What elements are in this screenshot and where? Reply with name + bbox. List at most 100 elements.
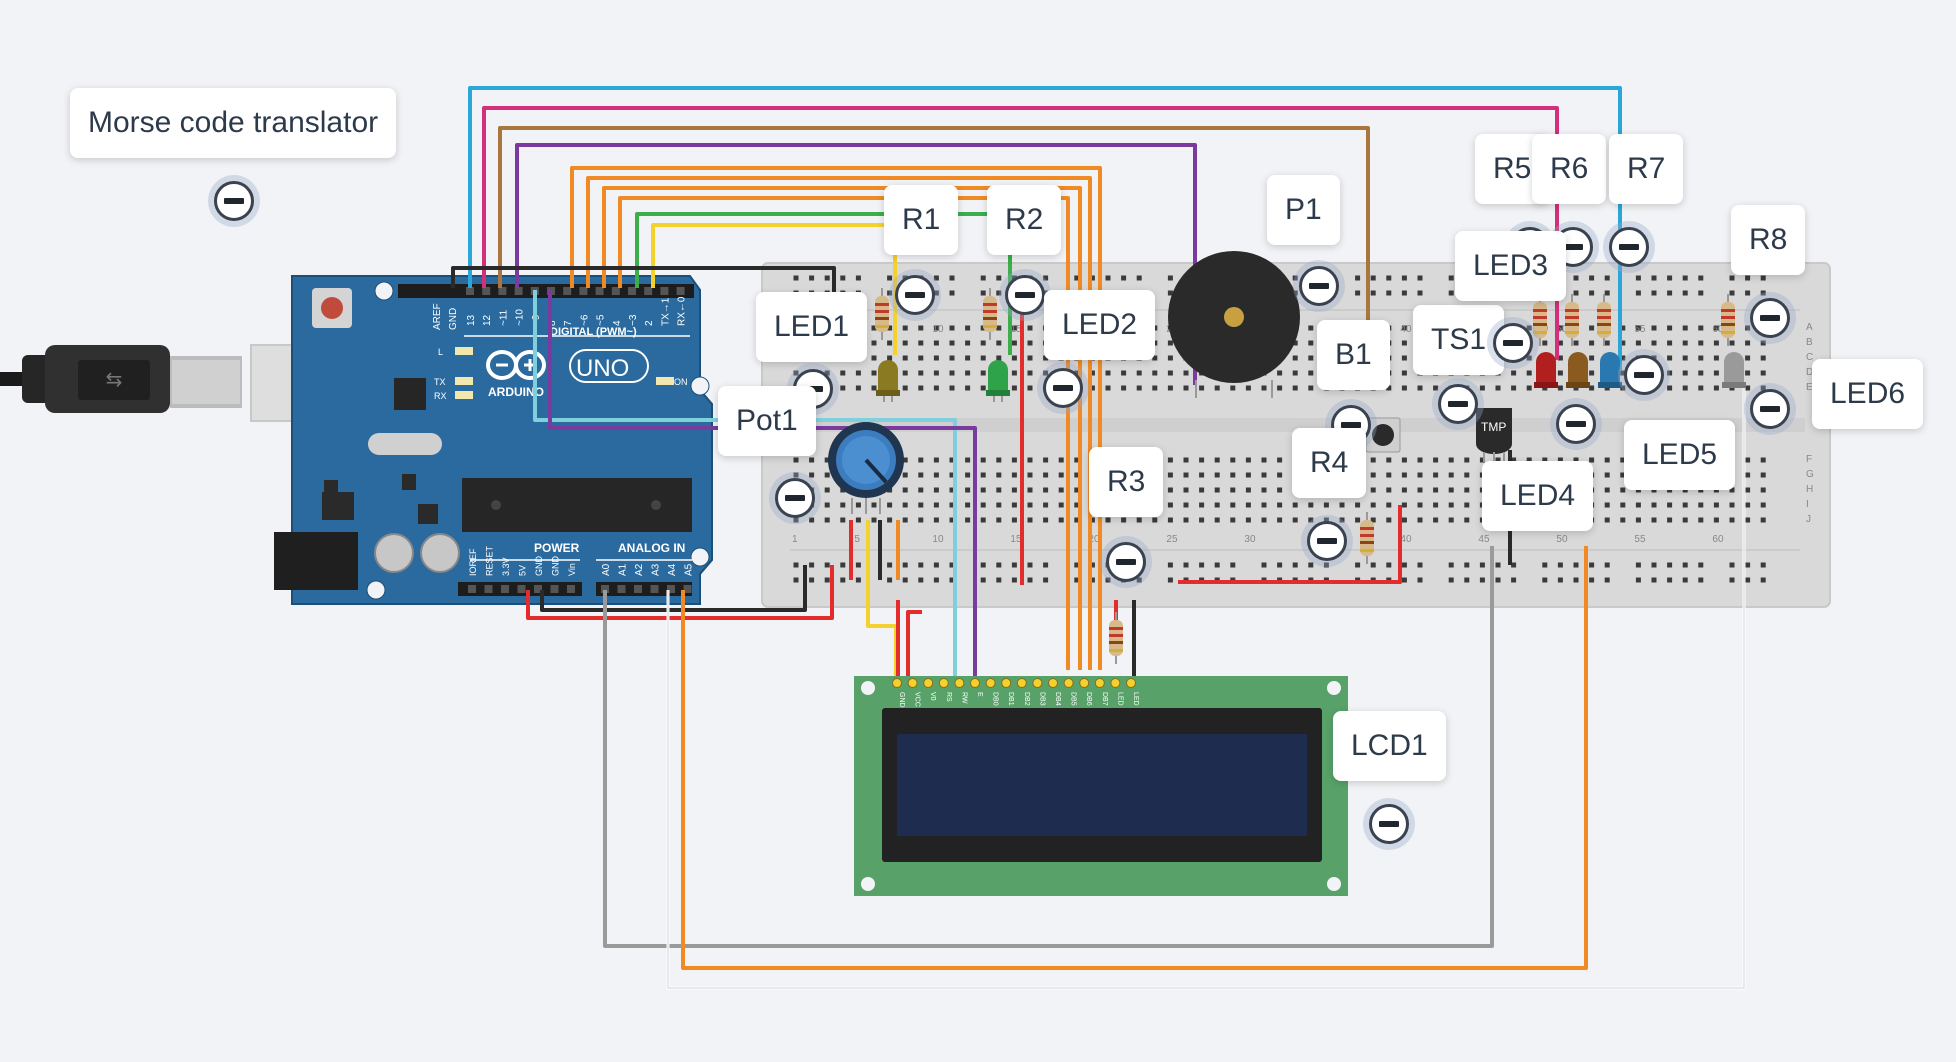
lcd-pin[interactable]: [938, 678, 949, 688]
lcd1-label[interactable]: LCD1: [1333, 711, 1446, 781]
led6-label[interactable]: LED6: [1812, 359, 1924, 429]
lcd-pin[interactable]: [1126, 678, 1136, 688]
r3-label[interactable]: R3: [1089, 447, 1164, 517]
digital-pin[interactable]: [563, 287, 572, 295]
led2-pin-icon[interactable]: [1043, 368, 1083, 408]
r2-pin-icon[interactable]: [1005, 275, 1045, 315]
b1-label[interactable]: B1: [1317, 320, 1390, 390]
ts1-pin-icon[interactable]: [1438, 384, 1478, 424]
led4-pin-icon[interactable]: [1556, 404, 1596, 444]
digital-pin[interactable]: [482, 287, 491, 295]
digital-pin[interactable]: [579, 287, 588, 295]
analog-pin[interactable]: [634, 585, 642, 593]
analog-pin[interactable]: [683, 585, 692, 593]
digital-pin[interactable]: [611, 287, 620, 295]
piezo-buzzer[interactable]: [1168, 251, 1300, 398]
pot1-label[interactable]: Pot1: [718, 386, 816, 456]
digital-pin[interactable]: [676, 287, 685, 295]
power-jack[interactable]: [274, 532, 358, 590]
lcd-pin[interactable]: [1094, 678, 1105, 688]
r3-pin-icon[interactable]: [1106, 542, 1146, 582]
resistors[interactable]: [875, 288, 1735, 664]
r4-pin-icon[interactable]: [1307, 521, 1347, 561]
power-pin[interactable]: [468, 585, 476, 593]
temperature-sensor[interactable]: TMP: [1476, 408, 1512, 462]
lcd1-pin-icon[interactable]: [1369, 804, 1409, 844]
p1-label[interactable]: P1: [1267, 175, 1340, 245]
r8-pin-icon[interactable]: [1750, 298, 1790, 338]
led5-pin-icon[interactable]: [1624, 355, 1664, 395]
led6-component[interactable]: [1722, 352, 1746, 388]
digital-pin[interactable]: [466, 287, 474, 295]
r7-label[interactable]: R7: [1609, 134, 1684, 204]
lcd-pin[interactable]: [1079, 678, 1090, 688]
power-pin[interactable]: [517, 585, 526, 593]
led1-component[interactable]: [876, 360, 900, 402]
r2-label[interactable]: R2: [987, 185, 1062, 255]
p1-pin-icon[interactable]: [1299, 266, 1339, 306]
lcd-pin[interactable]: [923, 678, 934, 688]
lcd-pin[interactable]: [892, 678, 902, 688]
lcd-pin[interactable]: [985, 678, 996, 688]
ts1-label[interactable]: TS1: [1413, 305, 1505, 375]
led2-component[interactable]: [986, 360, 1010, 402]
r4-label[interactable]: R4: [1292, 428, 1367, 498]
pot1-pin-icon[interactable]: [775, 478, 815, 518]
digital-pin[interactable]: [514, 287, 523, 295]
led6-pin-icon[interactable]: [1750, 389, 1790, 429]
digital-pin[interactable]: [498, 287, 507, 295]
resistor[interactable]: [875, 288, 889, 340]
power-pin[interactable]: [501, 585, 509, 593]
circuit-title-pin-icon[interactable]: [214, 181, 254, 221]
potentiometer[interactable]: [828, 422, 904, 514]
wire-orange-4[interactable]: [618, 196, 1070, 670]
wire-red-5v[interactable]: [526, 565, 834, 620]
resistor[interactable]: [983, 288, 997, 340]
lcd-pin[interactable]: [1001, 678, 1012, 688]
digital-pin[interactable]: [660, 287, 669, 295]
lcd-pin[interactable]: [907, 678, 918, 688]
reset-button-cap[interactable]: [321, 297, 343, 319]
wire-orange-3[interactable]: [602, 186, 1082, 670]
r1-label[interactable]: R1: [884, 185, 959, 255]
led1-label[interactable]: LED1: [756, 292, 868, 362]
digital-pin[interactable]: [628, 287, 636, 295]
led5-component[interactable]: [1598, 352, 1622, 388]
wire-red-button[interactable]: [1178, 505, 1402, 584]
lcd-pin[interactable]: [1048, 678, 1058, 688]
circuit-title-label[interactable]: Morse code translator: [70, 88, 397, 158]
wire-gray[interactable]: [603, 546, 1494, 948]
lcd-pin[interactable]: [970, 678, 980, 688]
resistor[interactable]: [1597, 294, 1611, 346]
power-pin[interactable]: [550, 585, 559, 593]
resistor[interactable]: [1360, 512, 1374, 564]
lcd-pin[interactable]: [1032, 678, 1043, 688]
led3-component[interactable]: [1534, 352, 1558, 388]
r1-pin-icon[interactable]: [895, 275, 935, 315]
resistor[interactable]: [1533, 294, 1547, 346]
leds[interactable]: [876, 352, 1746, 402]
analog-pin[interactable]: [617, 585, 626, 593]
resistor[interactable]: [1721, 294, 1735, 346]
analog-pin[interactable]: [667, 585, 675, 593]
lcd-pin[interactable]: [1063, 678, 1074, 688]
power-pin[interactable]: [534, 585, 542, 593]
digital-pin[interactable]: [595, 287, 604, 295]
power-pin[interactable]: [484, 585, 493, 593]
led5-label[interactable]: LED5: [1624, 420, 1736, 490]
wire-orange-1[interactable]: [570, 166, 1102, 670]
wire-brown[interactable]: [498, 126, 1370, 380]
pushbutton[interactable]: [1365, 417, 1401, 453]
led2-label[interactable]: LED2: [1044, 290, 1156, 360]
resistor[interactable]: [1109, 612, 1123, 664]
wire-orange-a5[interactable]: [681, 546, 1588, 970]
led3-pin-icon[interactable]: [1493, 323, 1533, 363]
r7-pin-icon[interactable]: [1609, 227, 1649, 267]
wire-orange-2[interactable]: [586, 176, 1092, 670]
wire-black-gnd[interactable]: [540, 565, 807, 612]
power-pin[interactable]: [567, 585, 575, 593]
analog-pin[interactable]: [650, 585, 659, 593]
